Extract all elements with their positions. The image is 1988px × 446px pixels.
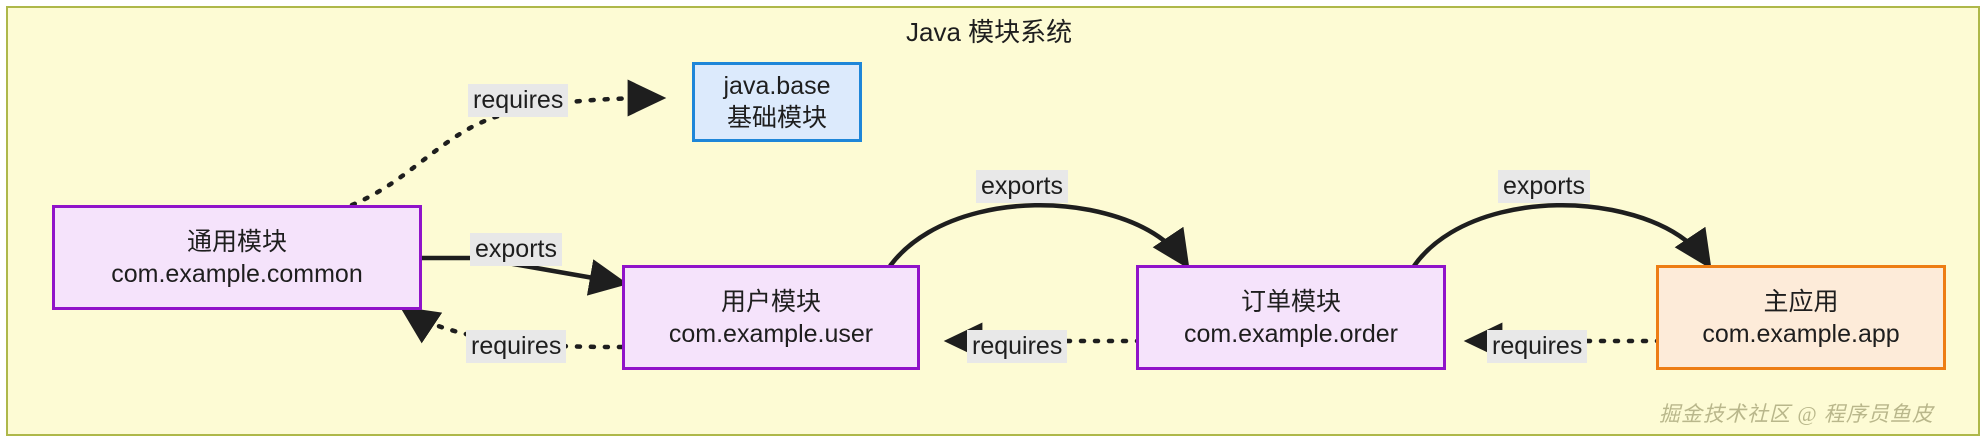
node-common[interactable]: 通用模块 com.example.common bbox=[52, 205, 422, 310]
node-order-subtitle: com.example.order bbox=[1184, 319, 1398, 348]
edge-label-user-exports-order: exports bbox=[976, 170, 1068, 203]
node-app-subtitle: com.example.app bbox=[1702, 319, 1900, 348]
node-java-base-subtitle: 基础模块 bbox=[726, 104, 827, 132]
watermark: 掘金技术社区 @ 程序员鱼皮 bbox=[1659, 402, 1934, 426]
edge-label-order-requires-user: requires bbox=[967, 330, 1068, 363]
node-order[interactable]: 订单模块 com.example.order bbox=[1136, 265, 1446, 370]
node-common-title: 通用模块 bbox=[186, 227, 287, 256]
node-java-base[interactable]: java.base 基础模块 bbox=[692, 62, 862, 142]
node-app[interactable]: 主应用 com.example.app bbox=[1656, 265, 1946, 370]
edge-label-order-exports-app: exports bbox=[1498, 170, 1590, 203]
edge-user-exports-order bbox=[888, 203, 1190, 270]
node-user-subtitle: com.example.user bbox=[668, 319, 874, 348]
node-user[interactable]: 用户模块 com.example.user bbox=[622, 265, 920, 370]
edge-label-app-requires-order: requires bbox=[1487, 330, 1588, 363]
edge-common-requires-javabase bbox=[349, 79, 667, 208]
node-app-title: 主应用 bbox=[1763, 287, 1839, 316]
node-order-title: 订单模块 bbox=[1240, 287, 1341, 316]
edge-order-exports-app bbox=[1412, 203, 1712, 270]
edge-label-common-requires-javabase: requires bbox=[468, 84, 569, 117]
node-user-title: 用户模块 bbox=[720, 287, 821, 316]
node-common-subtitle: com.example.common bbox=[111, 259, 363, 288]
diagram-title: Java 模块系统 bbox=[906, 17, 1073, 47]
node-java-base-title: java.base bbox=[723, 72, 831, 100]
edge-label-user-requires-common: requires bbox=[466, 330, 567, 363]
edge-label-common-exports-user: exports bbox=[470, 233, 562, 266]
